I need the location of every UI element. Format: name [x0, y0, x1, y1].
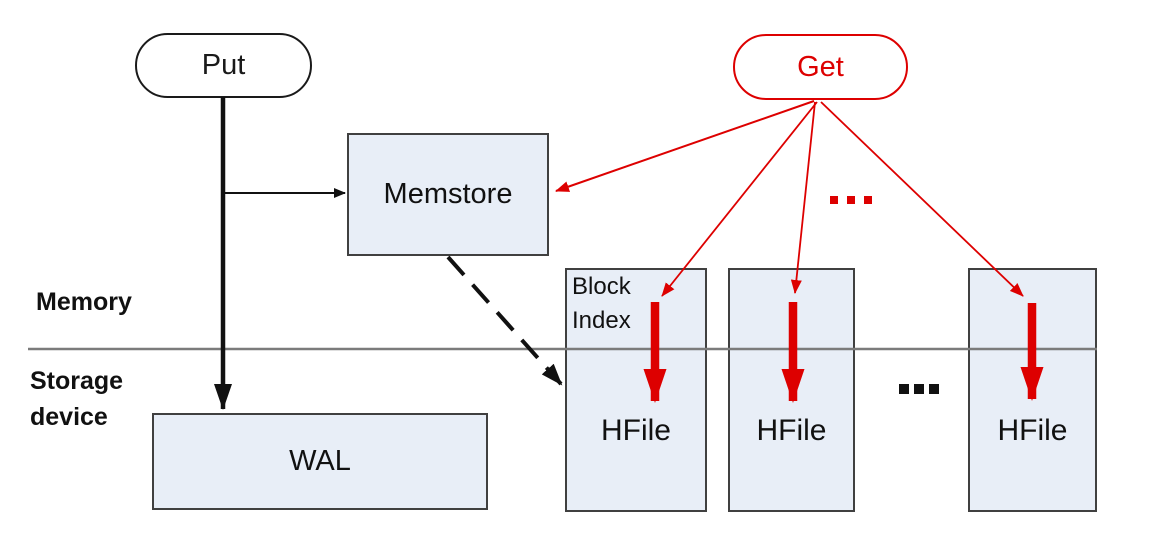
get-to-hfile1-arrow — [661, 101, 818, 297]
storage-label-line2: device — [30, 403, 108, 431]
hfile-box-1: Block Index HFile — [565, 268, 707, 512]
hfile-box-2: HFile — [728, 268, 855, 512]
ellipsis-more-hfiles-icon — [899, 384, 944, 394]
hfile-label-1: HFile — [600, 414, 671, 447]
block-index-line1: Block — [572, 273, 631, 300]
memstore-box: Memstore — [347, 133, 549, 256]
memstore-label: Memstore — [383, 178, 513, 210]
get-node: Get — [733, 34, 908, 100]
hfile-box-3: HFile — [968, 268, 1097, 512]
get-label: Get — [797, 50, 844, 83]
storage-label-line1: Storage — [30, 367, 124, 395]
block-index-label: Block Index — [572, 270, 631, 338]
put-label: Put — [201, 49, 246, 81]
memstore-flush-to-hfile-dashed-arrow — [446, 255, 563, 386]
hfile-label-3: HFile — [997, 414, 1068, 447]
wal-box: WAL — [152, 413, 488, 510]
get-to-hfile2-arrow — [790, 101, 816, 294]
ellipsis-more-get-arrows-icon — [830, 196, 881, 204]
wal-label: WAL — [289, 445, 351, 477]
block-index-line2: Index — [572, 307, 631, 334]
put-node: Put — [135, 33, 312, 98]
get-to-memstore-arrow — [555, 100, 815, 192]
storage-device-layer-label: Storage device — [30, 363, 123, 435]
memory-layer-label: Memory — [36, 288, 132, 316]
hfile-label-2: HFile — [756, 414, 827, 447]
